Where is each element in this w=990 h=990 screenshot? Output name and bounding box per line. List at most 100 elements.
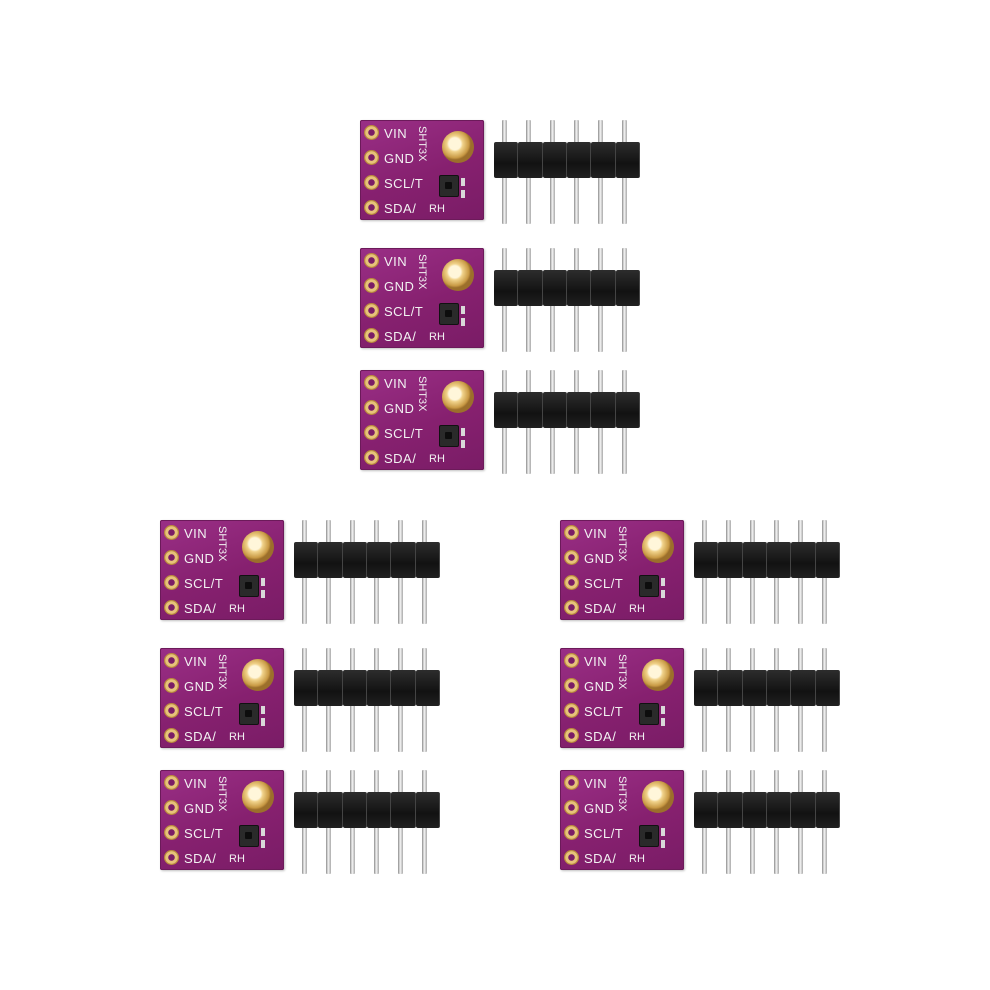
solder-pad (564, 728, 579, 743)
pin-label-vin: VIN (584, 654, 608, 669)
pin-label-scl: SCL/T (184, 826, 224, 841)
solder-pad (364, 375, 379, 390)
sensor-board: VIN GND SCL/T SDA/ SHT3X RH (360, 120, 484, 220)
smd-component (461, 178, 465, 186)
mounting-hole (442, 131, 474, 163)
pin-label-gnd: GND (584, 679, 615, 694)
solder-pad (364, 303, 379, 318)
smd-component (261, 578, 265, 586)
pin-label-scl: SCL/T (584, 576, 624, 591)
pin-label-sda: SDA/ (384, 201, 417, 216)
pin-label-sda: SDA/ (184, 729, 217, 744)
pin-label-vin: VIN (384, 126, 408, 141)
chip-name-label: SHT3X (616, 526, 628, 562)
pin-label-sda: SDA/ (584, 729, 617, 744)
solder-pad (364, 253, 379, 268)
solder-pad (364, 328, 379, 343)
pin-label-gnd: GND (584, 551, 615, 566)
pin-label-sda: SDA/ (184, 601, 217, 616)
rh-label: RH (229, 731, 245, 743)
solder-pad (564, 825, 579, 840)
rh-label: RH (629, 853, 645, 865)
sensor-chip (639, 825, 659, 847)
sensor-board: VIN GND SCL/T SDA/ SHT3X RH (360, 370, 484, 470)
solder-pad (564, 550, 579, 565)
solder-pad (564, 575, 579, 590)
solder-pad (564, 525, 579, 540)
header-body (494, 142, 640, 178)
sensor-chip (639, 703, 659, 725)
header-body (294, 670, 440, 706)
sensor-kit-6: VIN GND SCL/T SDA/ SHT3X RH (160, 770, 450, 880)
sensor-board: VIN GND SCL/T SDA/ SHT3X RH (160, 648, 284, 748)
smd-component (661, 840, 665, 848)
mounting-hole (242, 659, 274, 691)
pin-label-vin: VIN (384, 376, 408, 391)
chip-name-label: SHT3X (416, 254, 428, 290)
smd-component (461, 306, 465, 314)
sensor-chip (239, 825, 259, 847)
solder-pad (164, 775, 179, 790)
solder-pad (564, 678, 579, 693)
solder-pad (364, 125, 379, 140)
sensor-board: VIN GND SCL/T SDA/ SHT3X RH (560, 648, 684, 748)
pin-header (494, 370, 644, 474)
pin-label-scl: SCL/T (384, 426, 424, 441)
smd-component (661, 706, 665, 714)
sensor-board: VIN GND SCL/T SDA/ SHT3X RH (160, 770, 284, 870)
header-body (294, 792, 440, 828)
solder-pad (164, 525, 179, 540)
header-body (494, 392, 640, 428)
header-body (694, 542, 840, 578)
rh-label: RH (429, 203, 445, 215)
rh-label: RH (429, 453, 445, 465)
pin-label-gnd: GND (384, 151, 415, 166)
solder-pad (164, 703, 179, 718)
pin-label-gnd: GND (584, 801, 615, 816)
mounting-hole (242, 781, 274, 813)
header-body (294, 542, 440, 578)
solder-pad (164, 678, 179, 693)
chip-name-label: SHT3X (416, 126, 428, 162)
sensor-kit-9: VIN GND SCL/T SDA/ SHT3X RH (560, 770, 850, 880)
chip-name-label: SHT3X (616, 776, 628, 812)
solder-pad (364, 400, 379, 415)
pin-label-scl: SCL/T (184, 704, 224, 719)
solder-pad (564, 850, 579, 865)
mounting-hole (242, 531, 274, 563)
sensor-kit-7: VIN GND SCL/T SDA/ SHT3X RH (560, 520, 850, 630)
smd-component (661, 590, 665, 598)
rh-label: RH (229, 603, 245, 615)
pin-header (294, 648, 444, 752)
pin-label-gnd: GND (184, 551, 215, 566)
sensor-kit-3: VIN GND SCL/T SDA/ SHT3X RH (360, 370, 650, 480)
sensor-chip (639, 575, 659, 597)
pin-label-scl: SCL/T (584, 704, 624, 719)
pin-label-scl: SCL/T (384, 304, 424, 319)
pin-header (694, 770, 844, 874)
sensor-chip (439, 303, 459, 325)
sensor-board: VIN GND SCL/T SDA/ SHT3X RH (360, 248, 484, 348)
pin-label-vin: VIN (184, 776, 208, 791)
smd-component (261, 828, 265, 836)
solder-pad (564, 800, 579, 815)
pin-label-vin: VIN (584, 776, 608, 791)
sensor-kit-8: VIN GND SCL/T SDA/ SHT3X RH (560, 648, 850, 758)
solder-pad (564, 653, 579, 668)
header-body (694, 792, 840, 828)
sensor-chip (239, 575, 259, 597)
chip-name-label: SHT3X (216, 776, 228, 812)
rh-label: RH (429, 331, 445, 343)
solder-pad (564, 775, 579, 790)
solder-pad (364, 425, 379, 440)
sensor-board: VIN GND SCL/T SDA/ SHT3X RH (560, 520, 684, 620)
solder-pad (564, 703, 579, 718)
pin-label-scl: SCL/T (384, 176, 424, 191)
pin-header (494, 248, 644, 352)
pin-label-vin: VIN (584, 526, 608, 541)
sensor-kit-1: VIN GND SCL/T SDA/ SHT3X RH (360, 120, 650, 230)
solder-pad (364, 450, 379, 465)
smd-component (461, 440, 465, 448)
pin-header (494, 120, 644, 224)
chip-name-label: SHT3X (216, 654, 228, 690)
